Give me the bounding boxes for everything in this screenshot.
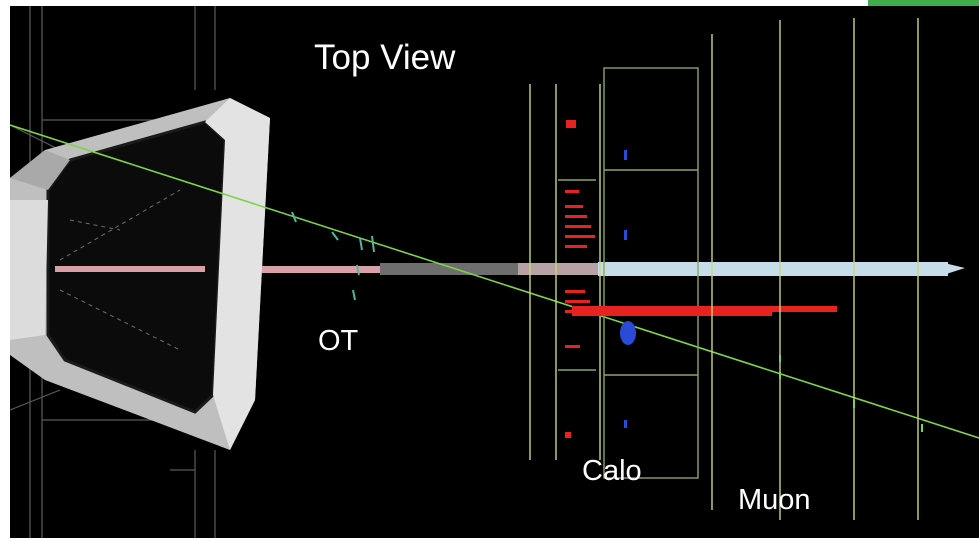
ot-label: OT xyxy=(318,325,359,357)
beam-pipe xyxy=(55,262,965,276)
muon-hits xyxy=(779,355,923,432)
inner-dashes xyxy=(59,189,181,351)
ecal-hits xyxy=(620,150,636,428)
particle-track xyxy=(9,124,979,439)
corner-tab xyxy=(868,0,979,6)
muon-stations xyxy=(711,18,919,520)
ot-hits xyxy=(291,211,375,301)
view-title: Top View xyxy=(314,38,456,77)
muon-label: Muon xyxy=(738,484,811,516)
hcal-hits xyxy=(565,120,837,438)
calo-stations xyxy=(529,67,699,479)
calo-label: Calo xyxy=(582,455,642,487)
